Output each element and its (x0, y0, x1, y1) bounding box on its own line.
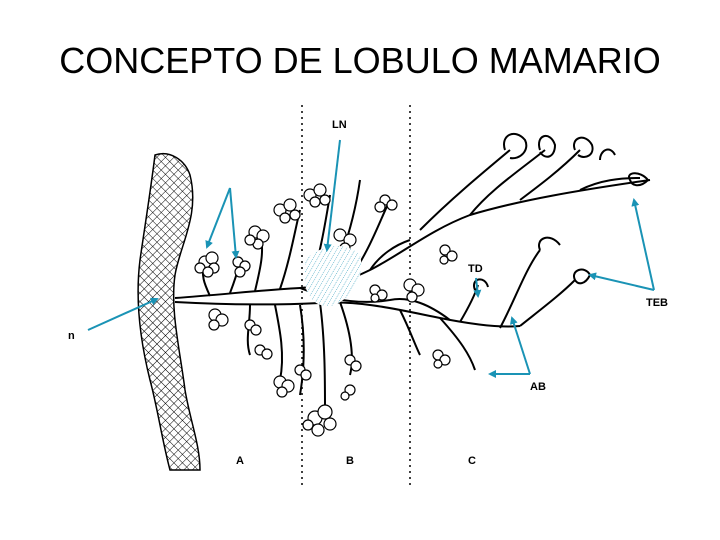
cluster-19 (432, 349, 451, 369)
lobule-hatched-region (305, 245, 362, 306)
cluster-14 (273, 375, 295, 398)
nipple-skin-band (137, 153, 201, 471)
terminal-end-buds (473, 132, 650, 291)
cluster-13 (254, 344, 273, 360)
cluster-4 (273, 198, 301, 224)
arrow-td (473, 277, 482, 298)
arrow-ab-1 (510, 316, 531, 375)
cluster-1 (194, 251, 220, 278)
cluster-12 (244, 319, 262, 336)
label-ln: LN (332, 119, 347, 131)
cluster-10 (369, 284, 388, 303)
arrow-ln (323, 139, 341, 252)
arrow-n (87, 297, 159, 331)
cluster-18 (340, 384, 356, 401)
arrow-teb-2 (588, 272, 655, 291)
annotation-arrows (87, 139, 655, 378)
cluster-9 (403, 278, 425, 303)
cluster-8 (439, 244, 458, 265)
slide-title: CONCEPTO DE LOBULO MAMARIO (59, 40, 661, 81)
label-zone-a: A (236, 455, 244, 467)
cluster-11 (208, 308, 229, 331)
arrow-left-1 (205, 187, 231, 249)
arrow-left-2 (229, 187, 240, 259)
cluster-17 (344, 354, 362, 372)
label-td: TD (468, 263, 483, 275)
label-zone-c: C (468, 455, 476, 467)
cluster-5 (303, 183, 331, 208)
label-zone-b: B (346, 455, 354, 467)
cluster-2 (232, 256, 251, 278)
label-ab: AB (530, 381, 546, 393)
arrow-teb-1 (631, 198, 655, 291)
label-teb: TEB (646, 297, 668, 309)
cluster-3 (244, 225, 270, 250)
label-n: n (68, 330, 75, 342)
cluster-7 (374, 194, 398, 213)
cluster-15 (294, 364, 312, 381)
cluster-16 (302, 404, 337, 437)
